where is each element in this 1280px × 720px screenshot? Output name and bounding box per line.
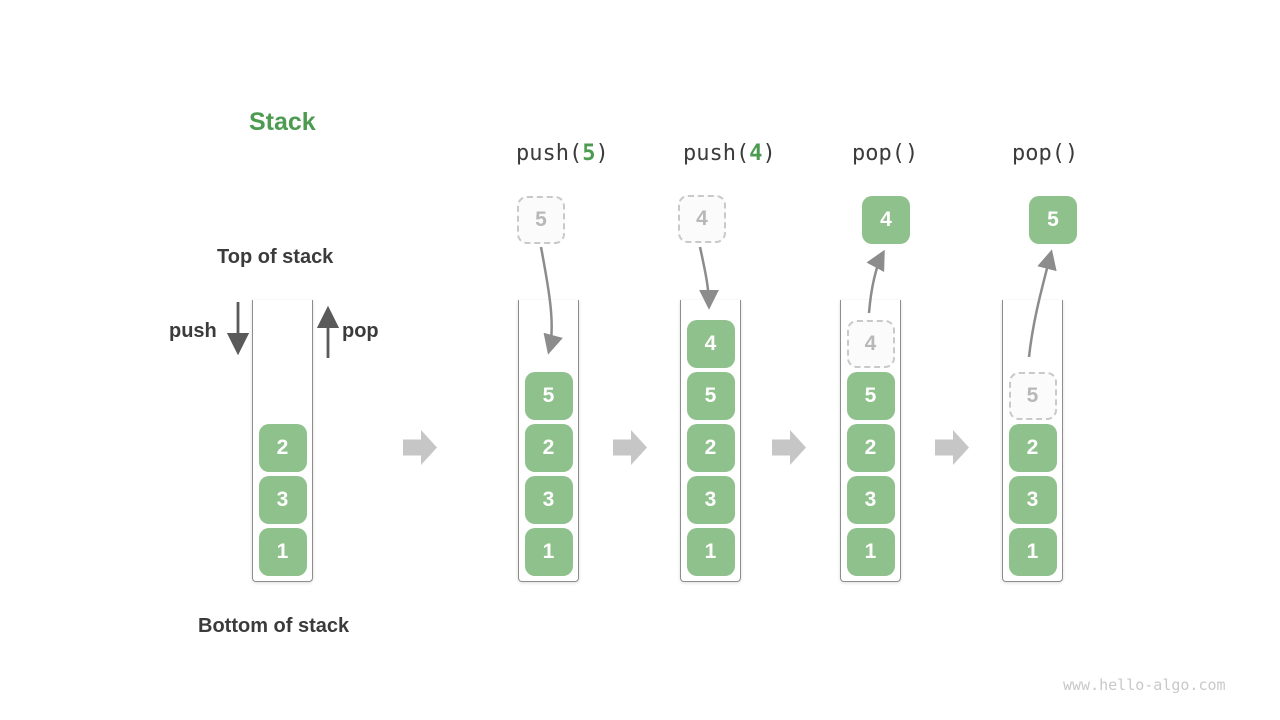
op-suffix: ) — [595, 141, 609, 166]
stack-cell: 3 — [686, 476, 735, 524]
stack-cell: 1 — [686, 528, 735, 576]
stack-cell: 5 — [524, 372, 573, 420]
incoming-value-box: 5 — [517, 196, 565, 244]
push-flow-arrow — [698, 246, 719, 310]
stack-cell: 1 — [524, 528, 573, 576]
operation-label-push-4: push(4) — [683, 141, 776, 166]
stack-cell: 1 — [846, 528, 895, 576]
transition-arrow-icon — [613, 430, 647, 465]
transition-arrow-icon — [772, 430, 806, 465]
pop-label: pop — [342, 320, 379, 342]
transition-arrow-icon — [935, 430, 969, 465]
push-label: push — [169, 320, 217, 342]
watermark: www.hello-algo.com — [1063, 676, 1226, 694]
stack-cell: 4 — [686, 320, 735, 368]
op-prefix: pop() — [852, 141, 919, 166]
stack-cell: 3 — [258, 476, 307, 524]
op-prefix: pop() — [1012, 141, 1079, 166]
operation-label-pop-2: pop() — [1012, 141, 1078, 166]
stack-cell: 2 — [258, 424, 307, 472]
op-prefix: push( — [516, 141, 583, 166]
top-of-stack-label: Top of stack — [217, 246, 334, 268]
stack-cell: 3 — [524, 476, 573, 524]
op-prefix: push( — [683, 141, 750, 166]
stack-cell-ghost: 4 — [846, 320, 895, 368]
popped-value-box: 4 — [862, 196, 910, 244]
stack-cell: 2 — [846, 424, 895, 472]
stack-cell: 5 — [686, 372, 735, 420]
stack-cell: 5 — [846, 372, 895, 420]
bottom-of-stack-label: Bottom of stack — [198, 615, 350, 637]
stack-cell: 2 — [686, 424, 735, 472]
popped-value-box: 5 — [1029, 196, 1077, 244]
diagram-title: Stack — [249, 108, 316, 136]
stack-cell-ghost: 5 — [1008, 372, 1057, 420]
transition-arrow-icon — [403, 430, 437, 465]
op-suffix: ) — [762, 141, 776, 166]
stack-cell: 2 — [524, 424, 573, 472]
op-argument: 4 — [749, 141, 763, 166]
stack-cell: 1 — [258, 528, 307, 576]
stack-cell: 2 — [1008, 424, 1057, 472]
stack-cell: 1 — [1008, 528, 1057, 576]
operation-label-pop-1: pop() — [852, 141, 918, 166]
stack-cell: 3 — [846, 476, 895, 524]
stack-cell: 3 — [1008, 476, 1057, 524]
op-argument: 5 — [582, 141, 596, 166]
incoming-value-box: 4 — [678, 195, 726, 243]
operation-label-push-5: push(5) — [516, 141, 609, 166]
